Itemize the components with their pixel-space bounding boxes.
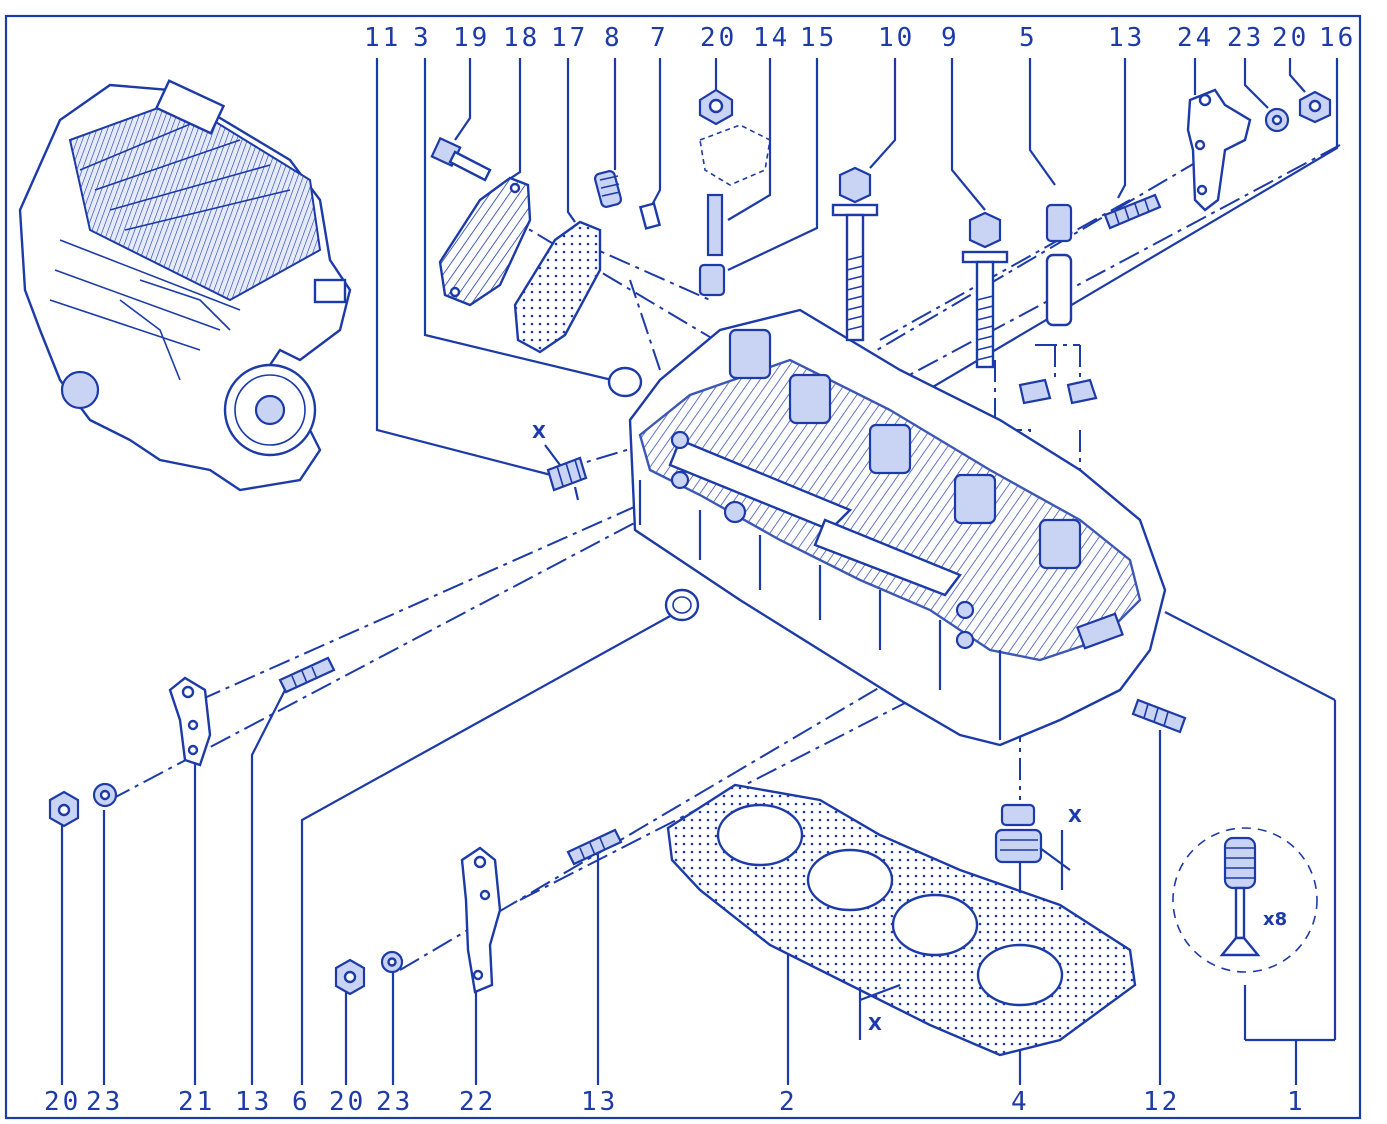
label-b-13: 13 bbox=[235, 1087, 272, 1117]
part-12-stud bbox=[1131, 698, 1187, 734]
label-19: 19 bbox=[453, 23, 490, 53]
label-b-23-2: 23 bbox=[376, 1087, 413, 1117]
part-15-sleeve bbox=[698, 263, 726, 297]
top-label-row: 11 3 19 18 17 8 7 20 14 15 10 9 5 13 24 … bbox=[364, 23, 1356, 53]
part-20-nut-right bbox=[1298, 90, 1332, 124]
diagram-frame bbox=[4, 14, 1362, 1120]
part-4-seat-insert bbox=[994, 803, 1043, 864]
label-23: 23 bbox=[1227, 23, 1264, 53]
label-20: 20 bbox=[700, 23, 737, 53]
valve-seals bbox=[1018, 378, 1098, 405]
label-b-23: 23 bbox=[86, 1087, 123, 1117]
rocker-towers bbox=[728, 328, 1082, 570]
label-5: 5 bbox=[1019, 23, 1038, 53]
label-b-12: 12 bbox=[1143, 1087, 1180, 1117]
part-13-stud-left bbox=[278, 656, 336, 694]
dim-x-label-top: X bbox=[532, 422, 546, 443]
label-b-6: 6 bbox=[292, 1087, 311, 1117]
label-7: 7 bbox=[650, 23, 669, 53]
part-13-stud-top bbox=[1103, 193, 1162, 230]
part-1-valve-group bbox=[1172, 827, 1318, 973]
leader-lines bbox=[60, 58, 1339, 1085]
label-b-1: 1 bbox=[1287, 1087, 1306, 1117]
part-11-dowel bbox=[546, 456, 588, 492]
label-b-21: 21 bbox=[178, 1087, 215, 1117]
dim-x-label-gasket: X bbox=[868, 1014, 882, 1035]
part-9-bolt bbox=[961, 211, 1009, 369]
label-b-22: 22 bbox=[459, 1087, 496, 1117]
part-22-bracket bbox=[460, 846, 502, 994]
part-20-nut-bottom bbox=[334, 958, 366, 996]
label-17: 17 bbox=[551, 23, 588, 53]
label-8: 8 bbox=[604, 23, 623, 53]
label-b-4: 4 bbox=[1011, 1087, 1030, 1117]
part-13-stud-bottom bbox=[566, 828, 623, 866]
label-11: 11 bbox=[364, 23, 401, 53]
engine-overview-illustration bbox=[18, 79, 352, 492]
part-17-gasket bbox=[513, 220, 602, 354]
cylinder-head bbox=[628, 308, 1167, 747]
label-9: 9 bbox=[941, 23, 960, 53]
part-20-nut-top bbox=[698, 88, 734, 126]
label-b-20-2: 20 bbox=[329, 1087, 366, 1117]
part-19-bolt bbox=[430, 136, 492, 182]
label-13: 13 bbox=[1108, 23, 1145, 53]
label-3: 3 bbox=[413, 23, 432, 53]
label-10: 10 bbox=[878, 23, 915, 53]
part-8-plug bbox=[593, 170, 623, 208]
part-14-phantom bbox=[699, 124, 771, 186]
dim-x-label-seat: X bbox=[1068, 806, 1082, 827]
part-24-bracket bbox=[1186, 88, 1252, 212]
label-b-13-2: 13 bbox=[581, 1087, 618, 1117]
part-5-valve-guide bbox=[1045, 203, 1073, 327]
part-7-pin bbox=[638, 202, 662, 230]
label-24: 24 bbox=[1177, 23, 1214, 53]
part-3-plug bbox=[607, 366, 643, 398]
label-b-2: 2 bbox=[779, 1087, 798, 1117]
valve-quantity-multiplier: x8 bbox=[1263, 909, 1287, 930]
part-10-bolt bbox=[831, 166, 879, 342]
label-18: 18 bbox=[503, 23, 540, 53]
label-b-20: 20 bbox=[44, 1087, 81, 1117]
part-20-nut-left bbox=[48, 790, 80, 828]
part-14-stud bbox=[706, 193, 724, 257]
label-20-right: 20 bbox=[1272, 23, 1309, 53]
part-18-cover-plate bbox=[438, 176, 532, 307]
label-16: 16 bbox=[1319, 23, 1356, 53]
part-2-head-gasket bbox=[666, 783, 1137, 1057]
label-14: 14 bbox=[753, 23, 790, 53]
bottom-label-row: 20 23 21 13 6 20 23 22 13 2 4 12 1 bbox=[44, 1087, 1306, 1117]
label-15: 15 bbox=[800, 23, 837, 53]
part-6-ring bbox=[664, 588, 700, 622]
